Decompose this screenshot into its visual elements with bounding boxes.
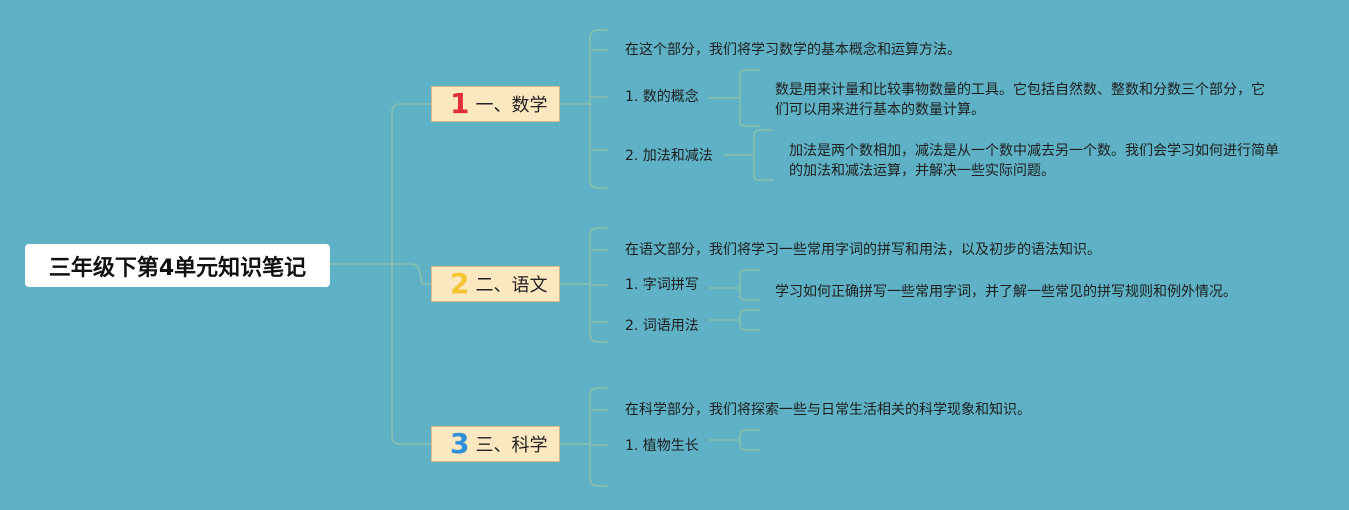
science-intro: 在科学部分，我们将探索一些与日常生活相关的科学现象和知识。 <box>625 402 1031 418</box>
chinese-item-1[interactable]: 1. 字词拼写 <box>625 277 699 293</box>
chinese-intro: 在语文部分，我们将学习一些常用字词的拼写和用法，以及初步的语法知识。 <box>625 242 1101 258</box>
connector-root-s1 <box>391 103 431 264</box>
section-label-science: 三、科学 <box>475 435 548 456</box>
connector-s1-item1-detail <box>708 69 760 127</box>
connector-root-s3 <box>391 264 431 445</box>
connector-s2-item2-detail <box>708 309 760 331</box>
section-label-chinese: 二、语文 <box>475 275 548 296</box>
section-number-2: 2 <box>450 267 470 300</box>
connector-s1-item2-detail <box>724 129 774 181</box>
connector-s2-item1-detail <box>708 269 760 301</box>
chinese-item-2[interactable]: 2. 词语用法 <box>625 318 699 334</box>
section-label-math: 一、数学 <box>475 95 548 116</box>
chinese-item-1-detail: 学习如何正确拼写一些常用字词，并了解一些常见的拼写规则和例外情况。 <box>775 284 1237 300</box>
section-node-science[interactable]: 3 三、科学 <box>431 426 560 462</box>
math-intro: 在这个部分，我们将学习数学的基本概念和运算方法。 <box>625 42 961 58</box>
connector-s3-item1-detail <box>708 429 760 451</box>
root-title: 三年级下第4单元知识笔记 <box>48 255 307 281</box>
connector-s1-bracket <box>589 29 608 189</box>
math-item-2[interactable]: 2. 加法和减法 <box>625 148 713 164</box>
section-number-1: 1 <box>450 87 470 120</box>
math-item-1-detail: 数是用来计量和比较事物数量的工具。它包括自然数、整数和分数三个部分，它们可以用来… <box>775 82 1265 118</box>
math-item-1[interactable]: 1. 数的概念 <box>625 89 699 105</box>
section-node-math[interactable]: 1 一、数学 <box>431 86 560 122</box>
math-item-2-detail: 加法是两个数相加，减法是从一个数中减去另一个数。我们会学习如何进行简单的加法和减… <box>789 143 1279 179</box>
connector-s3-bracket <box>589 387 608 487</box>
science-item-1[interactable]: 1. 植物生长 <box>625 438 699 454</box>
root-node[interactable]: 三年级下第4单元知识笔记 <box>25 244 330 287</box>
section-node-chinese[interactable]: 2 二、语文 <box>431 266 560 302</box>
connector-s2-bracket <box>589 227 608 343</box>
section-number-3: 3 <box>450 427 470 460</box>
connector-root-s2 <box>392 263 431 285</box>
